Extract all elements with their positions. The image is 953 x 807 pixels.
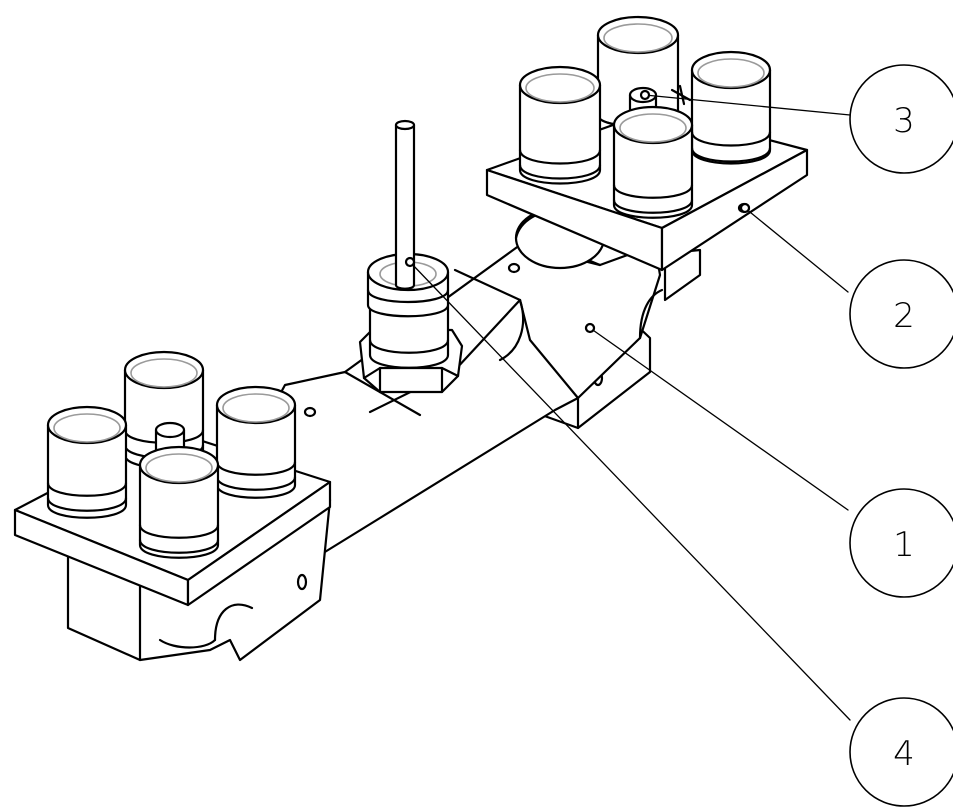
knob-r2 — [518, 65, 602, 185]
balloon-4: 4 — [849, 697, 953, 807]
sensor-fitting — [358, 119, 464, 394]
knob-l3 — [215, 385, 297, 499]
balloon-3: 3 — [849, 64, 953, 174]
balloon-4-label: 4 — [893, 734, 915, 774]
right-button-cluster — [518, 15, 772, 219]
knob-l2 — [46, 405, 128, 519]
leader-dot-3 — [639, 89, 651, 101]
balloon-2: 2 — [849, 259, 953, 369]
knob-r3 — [690, 50, 772, 165]
leader-dot-2 — [739, 202, 751, 214]
leader-dot-1 — [584, 322, 596, 334]
left-button-cluster — [46, 350, 297, 559]
balloon-3-label: 3 — [893, 101, 915, 141]
knob-r4 — [612, 105, 694, 219]
knob-l4 — [138, 445, 220, 559]
balloon-2-label: 2 — [893, 296, 915, 336]
leader-dot-4 — [404, 256, 416, 268]
balloon-1-label: 1 — [893, 525, 915, 565]
balloon-1: 1 — [849, 488, 953, 598]
leader-lines — [404, 84, 851, 721]
